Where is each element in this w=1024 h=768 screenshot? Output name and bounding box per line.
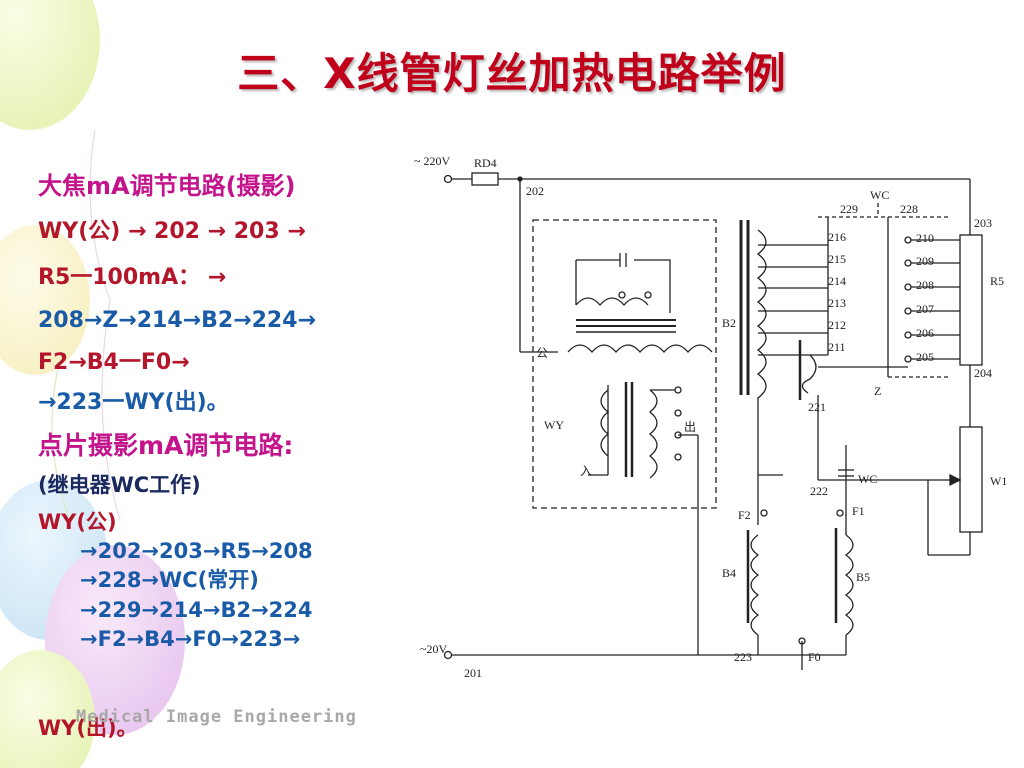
label-204: 204 [974, 366, 992, 380]
path-line-3: 208→Z→214→B2→224→ [38, 307, 316, 333]
spot-path-end: WY(出)。 [38, 716, 138, 740]
label-wc-top: WC [870, 188, 889, 202]
label-r5: R5 [990, 274, 1004, 288]
label-205: 205 [916, 350, 934, 364]
label-216: 216 [828, 230, 846, 244]
label-221: 221 [808, 400, 826, 414]
relay-note: (继电器WC工作) [38, 472, 201, 497]
path-line-5: →223一WY(出)。 [38, 390, 229, 416]
label-202: 202 [526, 184, 544, 198]
path-line-2: R5一100mA： → [38, 265, 227, 291]
explanation-text: 大焦mA调节电路(摄影) WY(公) → 202 → 203 → R5一100m… [38, 172, 418, 656]
label-203: 203 [974, 216, 992, 230]
label-229: 229 [840, 202, 858, 216]
label-chu: 出 [684, 420, 696, 434]
page-title: 三、X线管灯丝加热电路举例 [237, 49, 787, 98]
label-z: Z [874, 384, 881, 398]
footer-watermark: Medical Image Engineering [76, 707, 357, 727]
label-207: 207 [916, 302, 934, 316]
large-focus-ma-heading: 大焦mA调节电路(摄影) [38, 172, 296, 200]
label-211: 211 [828, 340, 846, 354]
label-222: 222 [810, 484, 828, 498]
label-f2: F2 [738, 508, 751, 522]
label-212: 212 [828, 318, 846, 332]
label-gong: 公 [536, 346, 548, 360]
label-ru: 入 [580, 464, 592, 478]
spot-path-line-4: →F2→B4→F0→223→ [80, 626, 301, 651]
label-220v: ~ 220V [414, 154, 450, 168]
spot-film-ma-heading: 点片摄影mA调节电路: [38, 430, 294, 460]
label-209: 209 [916, 254, 934, 268]
spot-path-line-1: →202→203→R5→208 [80, 539, 313, 564]
label-213: 213 [828, 296, 846, 310]
label-20v: ~20V [420, 642, 447, 656]
label-228: 228 [900, 202, 918, 216]
spot-path-line-3: →229→214→B2→224 [80, 597, 313, 622]
spot-path-line-2: →228→WC(常开) [80, 568, 259, 593]
label-201: 201 [464, 666, 482, 680]
label-214: 214 [828, 274, 846, 288]
label-wy: WY [544, 418, 564, 432]
path-line-1: WY(公) → 202 → 203 → [38, 218, 306, 244]
label-210: 210 [916, 231, 934, 245]
path-line-4: F2→B4一F0→ [38, 349, 190, 375]
label-w1: W1 [990, 474, 1007, 488]
spot-path-start: WY(公) [38, 509, 117, 534]
label-f0: F0 [808, 650, 821, 664]
label-b4: B4 [722, 566, 736, 580]
label-223: 223 [734, 650, 752, 664]
label-208: 208 [916, 278, 934, 292]
label-rd4: RD4 [474, 156, 497, 170]
label-f1: F1 [852, 504, 865, 518]
label-b5: B5 [856, 570, 870, 584]
label-wc-relay: WC [858, 472, 877, 486]
filament-heating-circuit-diagram: ~ 220V RD4 202 WC 229 228 203 216 215 21… [408, 145, 1018, 690]
label-b2: B2 [722, 316, 736, 330]
label-215: 215 [828, 252, 846, 266]
label-206: 206 [916, 326, 934, 340]
